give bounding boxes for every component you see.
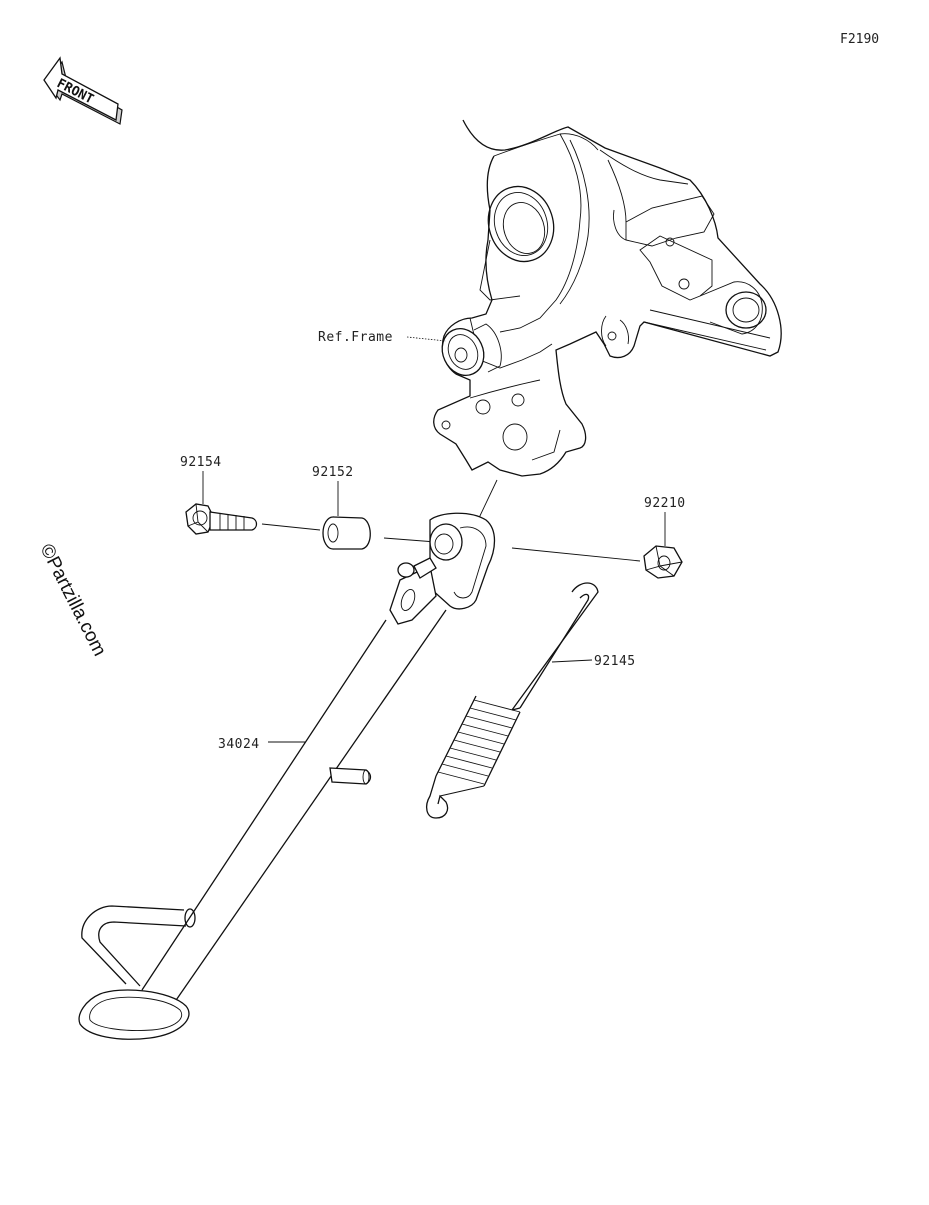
assembly-line-1: [261, 523, 321, 531]
part-label-92210: 92210: [644, 496, 686, 511]
assembly-line-4: [477, 479, 498, 521]
part-label-92145: 92145: [594, 654, 636, 669]
watermark-text: ©Partzilla.com: [36, 541, 110, 660]
figure-number: F2190: [840, 32, 879, 47]
nut-92210: [643, 545, 683, 579]
frame-reference: [433, 119, 782, 477]
assembly-line-2: [383, 537, 437, 543]
ref-frame-leader: [406, 336, 447, 342]
part-label-34024: 34024: [218, 737, 260, 752]
side-stand-34024: [78, 512, 496, 1040]
ref-frame-label: Ref.Frame: [318, 330, 393, 345]
front-arrow-icon: FRONT: [43, 56, 123, 125]
bolt-92154: [185, 503, 258, 535]
part-label-92152: 92152: [312, 465, 354, 480]
spring-92145: [425, 582, 599, 819]
collar-92152: [322, 516, 371, 550]
assembly-line-3: [511, 547, 641, 562]
part-label-92154: 92154: [180, 455, 222, 470]
part-leader-92145: [551, 659, 593, 663]
